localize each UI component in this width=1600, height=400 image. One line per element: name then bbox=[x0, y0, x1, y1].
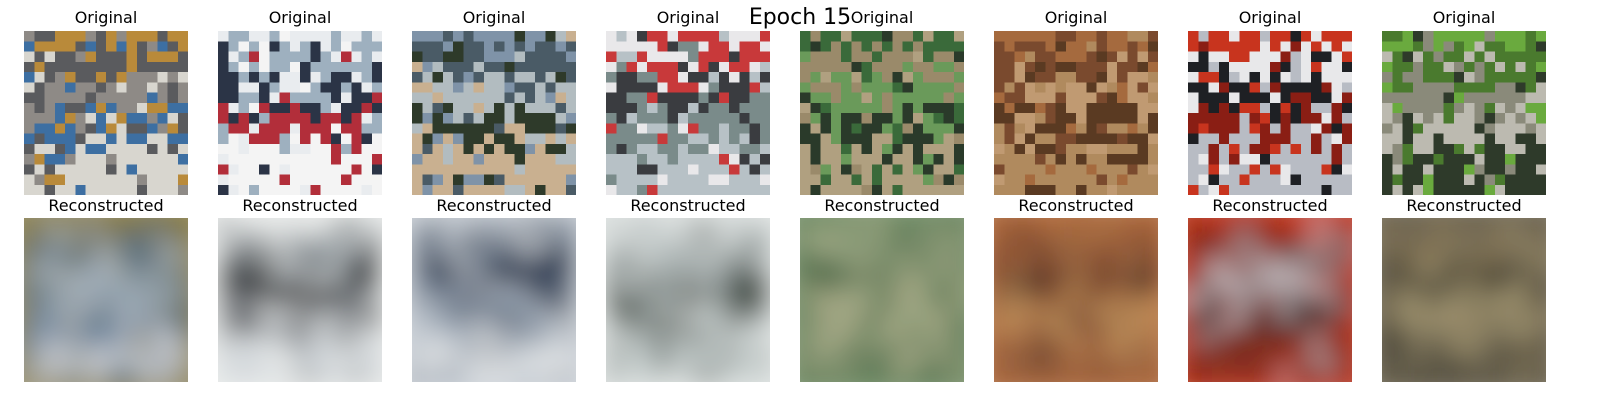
reconstructed-image bbox=[800, 218, 964, 382]
original-title: Original bbox=[268, 8, 332, 27]
reconstructed-image bbox=[1382, 218, 1546, 382]
original-title: Original bbox=[1238, 8, 1302, 27]
original-image-frog bbox=[1382, 31, 1546, 195]
reconstructed-title: Reconstructed bbox=[1406, 196, 1522, 215]
original-image-airplane bbox=[606, 31, 770, 195]
original-title: Original bbox=[656, 8, 720, 27]
original-image-ship bbox=[412, 31, 576, 195]
reconstructed-image bbox=[606, 218, 770, 382]
figure-title: Epoch 15 bbox=[748, 5, 852, 30]
reconstructed-title: Reconstructed bbox=[436, 196, 552, 215]
original-image-ship bbox=[218, 31, 382, 195]
original-image-cat bbox=[24, 31, 188, 195]
original-image-frog bbox=[800, 31, 964, 195]
original-title: Original bbox=[74, 8, 138, 27]
original-title: Original bbox=[462, 8, 526, 27]
reconstructed-title: Reconstructed bbox=[630, 196, 746, 215]
reconstructed-image bbox=[412, 218, 576, 382]
reconstructed-image bbox=[218, 218, 382, 382]
reconstructed-title: Reconstructed bbox=[824, 196, 940, 215]
reconstructed-title: Reconstructed bbox=[1018, 196, 1134, 215]
reconstructed-title: Reconstructed bbox=[48, 196, 164, 215]
original-image-automobile bbox=[1188, 31, 1352, 195]
reconstructed-title: Reconstructed bbox=[242, 196, 358, 215]
reconstructed-image bbox=[1188, 218, 1352, 382]
reconstructed-title: Reconstructed bbox=[1212, 196, 1328, 215]
original-title: Original bbox=[1432, 8, 1496, 27]
original-title: Original bbox=[1044, 8, 1108, 27]
original-image-frog bbox=[994, 31, 1158, 195]
reconstructed-image bbox=[994, 218, 1158, 382]
reconstructed-image bbox=[24, 218, 188, 382]
original-title: Original bbox=[850, 8, 914, 27]
